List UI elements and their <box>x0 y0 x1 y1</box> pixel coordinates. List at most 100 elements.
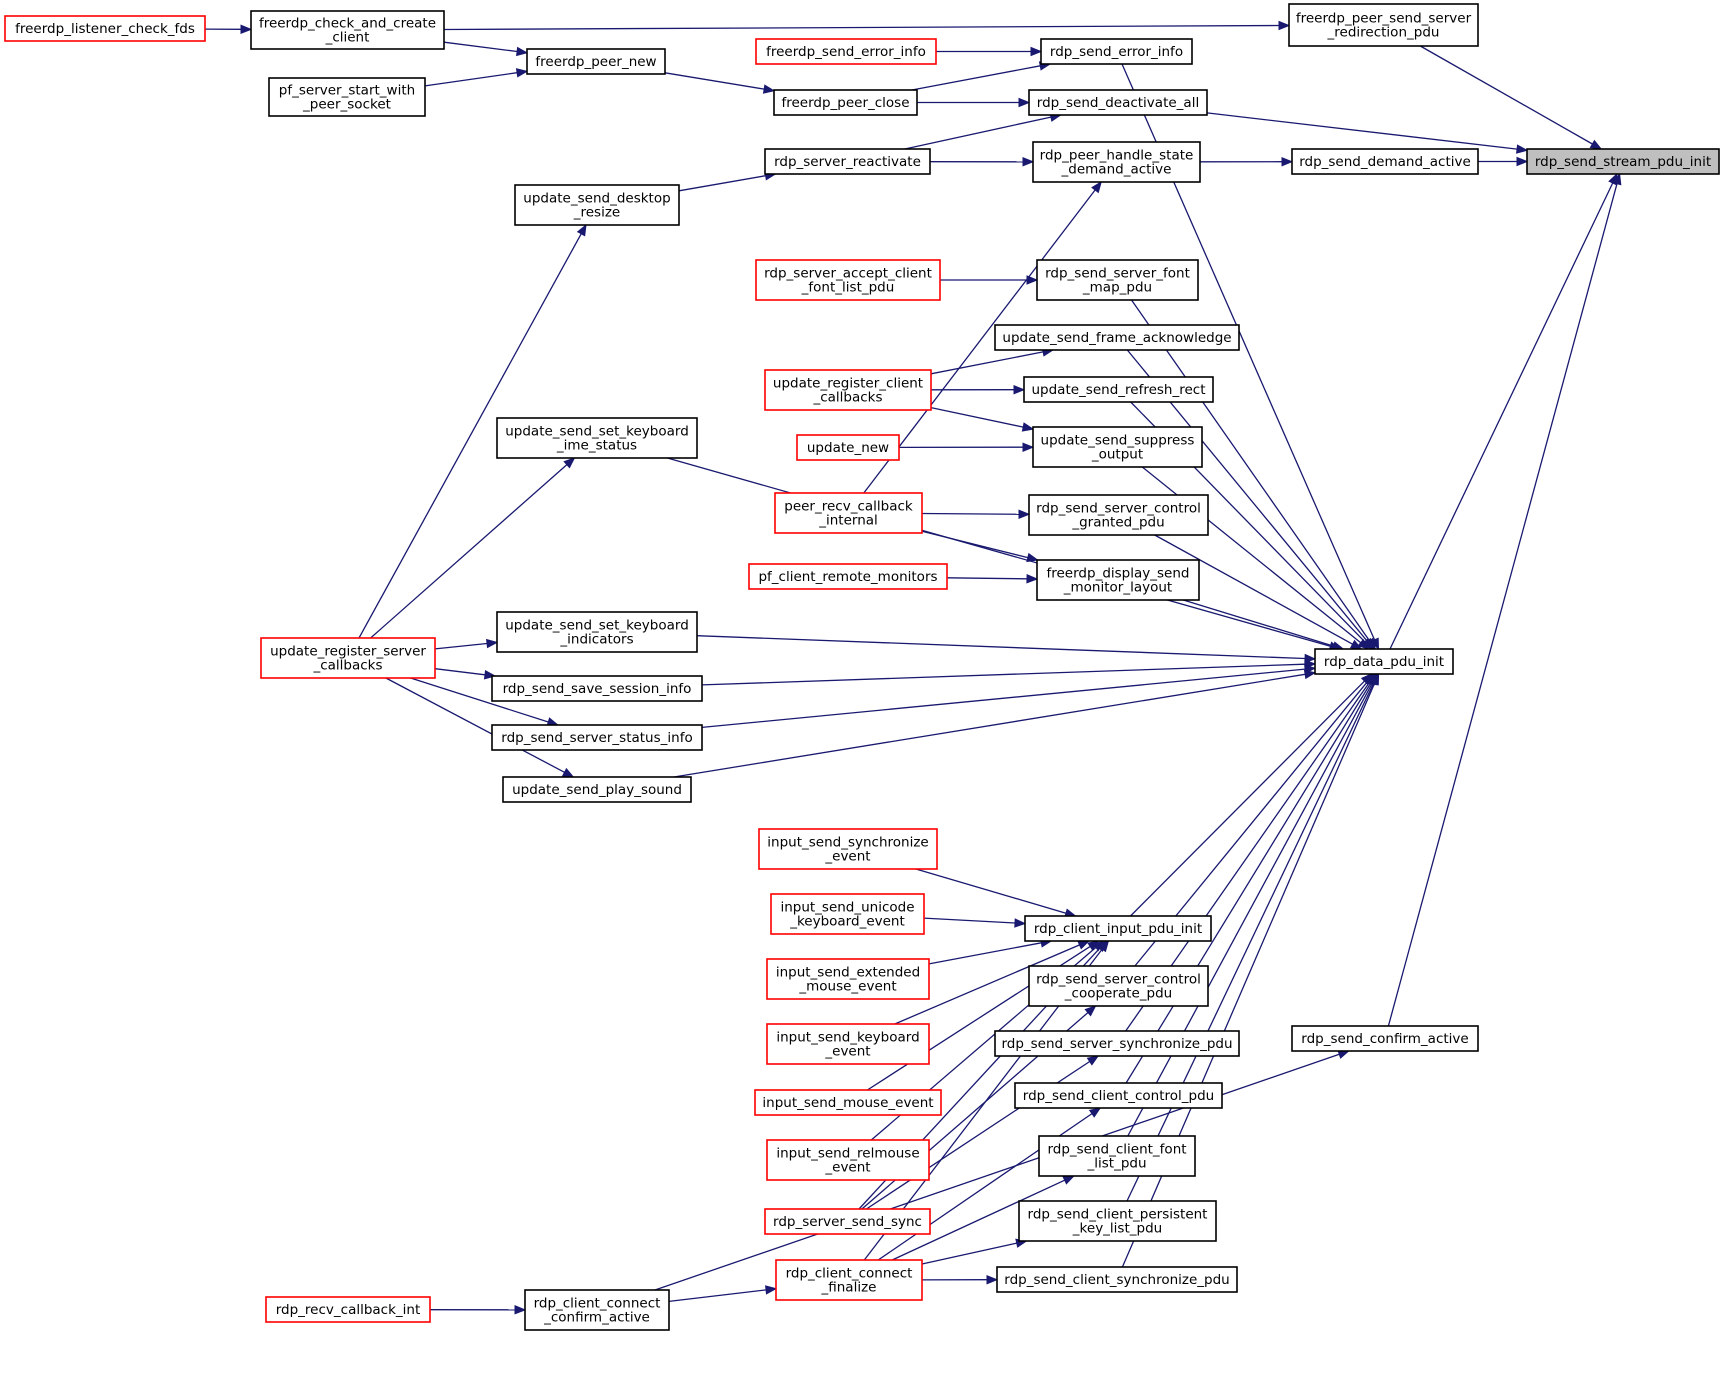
node-label: pf_client_remote_monitors <box>758 569 937 585</box>
node-font-map-pdu[interactable]: rdp_send_server_font_map_pdu <box>1036 259 1199 301</box>
node-box <box>1023 376 1214 403</box>
edge-line <box>863 189 1096 494</box>
node-box <box>996 1266 1238 1293</box>
arrowhead <box>1026 574 1039 584</box>
edge-line <box>930 351 1044 375</box>
node-box <box>1040 38 1193 65</box>
edge-line <box>921 1242 1017 1265</box>
node-peer-new[interactable]: freerdp_peer_new <box>526 48 666 75</box>
node-remote-monitors[interactable]: pf_client_remote_monitors <box>748 563 948 590</box>
node-peer-send-redirect[interactable]: freerdp_peer_send_server_redirection_pdu <box>1288 3 1479 47</box>
node-client-sync-pdu[interactable]: rdp_send_client_synchronize_pdu <box>996 1266 1238 1293</box>
node-label: update_send_frame_acknowledge <box>1002 330 1231 346</box>
node-input-unicode[interactable]: input_send_unicode_keyboard_event <box>770 893 925 935</box>
edge-line <box>370 464 568 639</box>
node-server-sync-pdu[interactable]: rdp_send_server_synchronize_pdu <box>994 1030 1240 1057</box>
edge-n_connect_confirm-to-n_connect_finalize <box>668 1285 778 1303</box>
node-server-send-sync[interactable]: rdp_server_send_sync <box>764 1208 931 1235</box>
node-monitor-layout[interactable]: freerdp_display_send_monitor_layout <box>1036 559 1200 601</box>
node-connect-confirm[interactable]: rdp_client_connect_confirm_active <box>524 1289 670 1331</box>
node-recv-callback-int[interactable]: rdp_recv_callback_int <box>265 1296 431 1323</box>
node-label: rdp_data_pdu_init <box>1324 654 1444 670</box>
node-refresh-rect[interactable]: update_send_refresh_rect <box>1023 376 1214 403</box>
node-peer-recv-cb[interactable]: peer_recv_callback_internal <box>774 492 923 534</box>
edge-line <box>915 868 1067 914</box>
arrowhead <box>563 457 576 469</box>
node-input-keyboard[interactable]: input_send_keyboard_event <box>766 1023 930 1065</box>
node-label: update_send_play_sound <box>512 782 682 798</box>
edge-line <box>1127 682 1374 1137</box>
node-control-granted[interactable]: rdp_send_server_control_granted_pdu <box>1028 494 1209 536</box>
arrowhead <box>986 1274 999 1285</box>
node-pf-server-start[interactable]: pf_server_start_with_peer_socket <box>268 77 426 117</box>
node-control-cooperate[interactable]: rdp_send_server_control_cooperate_pdu <box>1028 965 1209 1007</box>
edge-line <box>385 677 565 773</box>
arrowhead <box>1018 97 1031 108</box>
edge-line <box>1130 680 1365 917</box>
node-desktop-resize[interactable]: update_send_desktop_resize <box>514 184 680 226</box>
node-listener[interactable]: freerdp_listener_check_fds <box>4 15 206 42</box>
node-client-font-list[interactable]: rdp_send_client_font_list_pdu <box>1038 1135 1196 1177</box>
node-label: update_send_set_keyboard <box>505 618 689 634</box>
edge-line <box>667 457 1331 647</box>
node-register-client-cb[interactable]: update_register_client_callbacks <box>764 369 932 411</box>
edge-line <box>701 668 1306 729</box>
node-send-error-info-caller[interactable]: freerdp_send_error_info <box>755 38 937 65</box>
edge-n_peer_new-to-n_peer_close <box>664 72 776 94</box>
node-connect-finalize[interactable]: rdp_client_connect_finalize <box>775 1259 923 1301</box>
node-label: freerdp_peer_close <box>781 95 909 111</box>
node-client-control[interactable]: rdp_send_client_control_pdu <box>1014 1082 1223 1109</box>
node-box <box>1291 1025 1479 1052</box>
node-label: rdp_recv_callback_int <box>276 1302 421 1318</box>
node-label: input_send_keyboard <box>776 1030 919 1046</box>
node-box <box>1028 965 1209 1007</box>
node-confirm-active[interactable]: rdp_send_confirm_active <box>1291 1025 1479 1052</box>
arrowhead <box>1091 180 1103 194</box>
node-stream-pdu-init[interactable]: rdp_send_stream_pdu_init <box>1526 148 1720 175</box>
node-label: freerdp_listener_check_fds <box>15 21 195 37</box>
node-rdp-send-error-info[interactable]: rdp_send_error_info <box>1040 38 1193 65</box>
edge-n_peer_send_redirect-to-n_stream_pdu_init <box>1419 45 1603 150</box>
node-input-relmouse[interactable]: input_send_relmouse_event <box>766 1139 930 1181</box>
node-check-create[interactable]: freerdp_check_and_create_client <box>250 10 445 50</box>
node-deactivate-all[interactable]: rdp_send_deactivate_all <box>1028 89 1208 116</box>
node-server-reactivate[interactable]: rdp_server_reactivate <box>764 148 931 175</box>
edge-n_play_sound-to-n_data_pdu_init <box>673 669 1317 778</box>
node-frame-ack[interactable]: update_send_frame_acknowledge <box>994 324 1240 351</box>
node-send-demand-active[interactable]: rdp_send_demand_active <box>1291 148 1479 175</box>
node-register-server-cb[interactable]: update_register_server_callbacks <box>260 637 436 679</box>
node-client-input-pdu[interactable]: rdp_client_input_pdu_init <box>1024 915 1212 942</box>
node-peer-handle-state[interactable]: rdp_peer_handle_state_demand_active <box>1032 141 1201 183</box>
node-box <box>491 724 703 751</box>
node-update-new[interactable]: update_new <box>796 434 900 461</box>
node-input-sync[interactable]: input_send_synchronize_event <box>758 828 938 870</box>
node-box <box>773 89 918 116</box>
edge-n_register_server_cb-to-n_ime_status <box>370 457 576 639</box>
node-peer-close[interactable]: freerdp_peer_close <box>773 89 918 116</box>
node-play-sound[interactable]: update_send_play_sound <box>502 776 692 803</box>
node-kbd-indicators[interactable]: update_send_set_keyboard_indicators <box>496 611 698 653</box>
node-label: _demand_active <box>1061 162 1172 178</box>
node-save-session[interactable]: rdp_send_save_session_info <box>491 675 703 702</box>
node-label: input_send_unicode <box>780 900 914 916</box>
node-ime-status[interactable]: update_send_set_keyboard_ime_status <box>496 417 698 459</box>
node-persistent-key[interactable]: rdp_send_client_persistent_key_list_pdu <box>1018 1200 1217 1242</box>
node-label: _event <box>824 1160 870 1176</box>
edge-line <box>904 116 1052 150</box>
edge-n_input_sync-to-n_client_input_pdu <box>915 868 1077 918</box>
arrowhead <box>1026 275 1039 285</box>
node-label: rdp_client_input_pdu_init <box>1034 921 1202 937</box>
node-suppress-output[interactable]: update_send_suppress_output <box>1032 426 1203 468</box>
arrowhead <box>1026 552 1039 563</box>
node-box <box>1024 915 1212 942</box>
node-data-pdu-init[interactable]: rdp_data_pdu_init <box>1314 648 1454 675</box>
node-label: _map_pdu <box>1082 280 1152 296</box>
edge-n_desktop_resize-to-n_server_reactivate <box>678 171 777 192</box>
node-input-mouse[interactable]: input_send_mouse_event <box>754 1089 942 1116</box>
node-server-status[interactable]: rdp_send_server_status_info <box>491 724 703 751</box>
edge-line <box>696 635 1306 660</box>
node-input-ext-mouse[interactable]: input_send_extended_mouse_event <box>766 958 930 1000</box>
node-accept-font-list[interactable]: rdp_server_accept_client_font_list_pdu <box>755 259 941 301</box>
arrowhead <box>1077 940 1091 950</box>
edge-line <box>911 65 1041 91</box>
